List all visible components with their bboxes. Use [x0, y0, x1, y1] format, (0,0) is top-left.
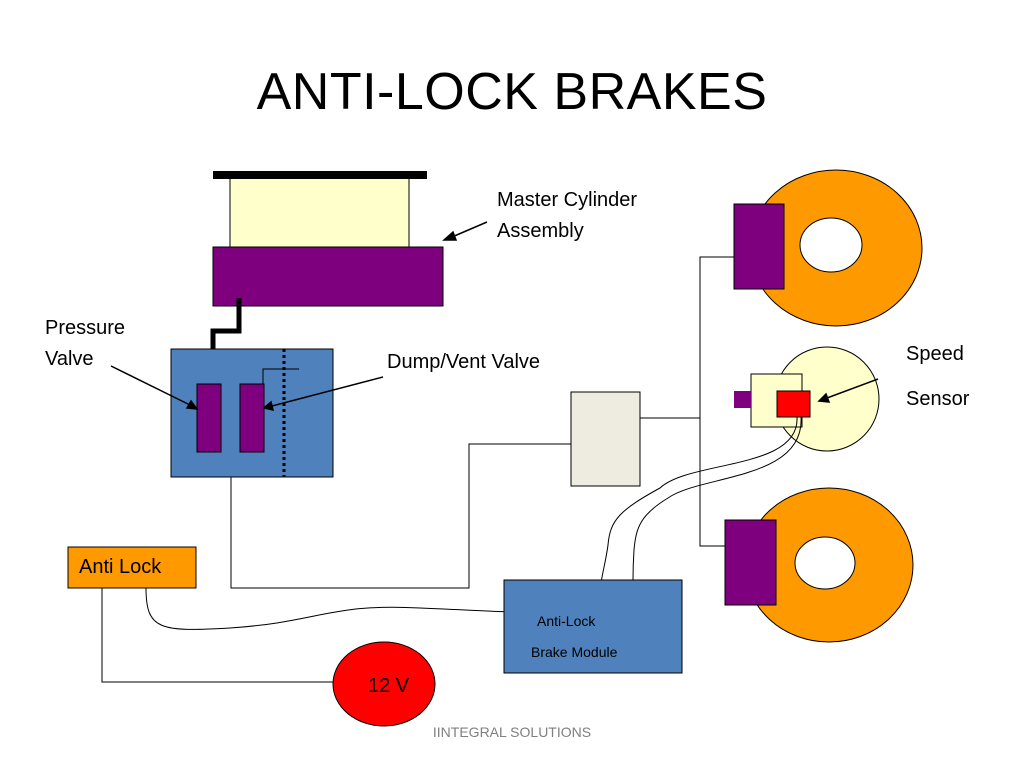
- slide-footer: IINTEGRAL SOLUTIONS: [432, 724, 592, 740]
- bottom-brake-hub: [794, 536, 856, 590]
- battery-12v: [332, 641, 436, 727]
- anti-lock-switch-label: Anti Lock: [79, 556, 162, 578]
- slide-title: ANTI-LOCK BRAKES: [256, 63, 768, 121]
- speed-sensor-assembly: [734, 346, 880, 452]
- top-brake-caliper: [733, 203, 785, 290]
- dump-valve-stem: [262, 368, 299, 384]
- bottom-brake-caliper: [724, 519, 777, 606]
- line-valve-to-junction: [230, 443, 571, 589]
- sensor-label: Sensor: [906, 388, 970, 410]
- sensor-wire-a: [600, 416, 798, 584]
- sensor-wire-b: [632, 416, 802, 581]
- speed-sensor: [776, 390, 811, 418]
- bottom-brake-wheel: [724, 487, 914, 643]
- speed-label: Speed: [906, 343, 964, 365]
- top-brake-hub: [799, 217, 863, 273]
- dump-valve-arrowhead: [262, 400, 275, 411]
- pressure-valve-label-line2: Valve: [45, 348, 94, 370]
- reservoir-cap: [213, 171, 427, 179]
- electrical-wires: [101, 416, 802, 683]
- master-cylinder-body: [212, 246, 444, 307]
- switch-to-module-wire: [145, 587, 517, 630]
- pressure-valve: [196, 383, 222, 453]
- label-arrows: [110, 221, 879, 411]
- hydraulic-lines: [230, 256, 734, 589]
- sensor-mount: [734, 391, 751, 408]
- line-trunk: [699, 256, 734, 547]
- master-cylinder-label-line2: Assembly: [497, 220, 584, 242]
- hydraulic-valve-block: [170, 348, 334, 478]
- dump-vent-valve: [239, 383, 265, 453]
- anti-lock-brake-module: [503, 579, 683, 674]
- pressure-valve-arrowhead: [185, 399, 199, 410]
- module-label-line1: Anti-Lock: [537, 613, 596, 629]
- battery-label: 12 V: [368, 675, 410, 697]
- reservoir: [229, 175, 410, 249]
- master-cylinder-assembly: [212, 171, 444, 307]
- top-brake-wheel: [733, 169, 923, 327]
- master-cylinder-arrowhead: [442, 230, 458, 241]
- pressure-valve-label-line1: Pressure: [45, 317, 126, 339]
- brake-line-junction: [570, 391, 641, 487]
- module-label-line2: Brake Module: [531, 644, 618, 660]
- master-cylinder-label-line1: Master Cylinder: [497, 189, 638, 211]
- dump-vent-valve-label: Dump/Vent Valve: [387, 351, 541, 373]
- speed-sensor-arrowhead: [817, 392, 831, 403]
- anti-lock-switch: [67, 546, 197, 589]
- switch-to-battery-wire: [101, 588, 334, 683]
